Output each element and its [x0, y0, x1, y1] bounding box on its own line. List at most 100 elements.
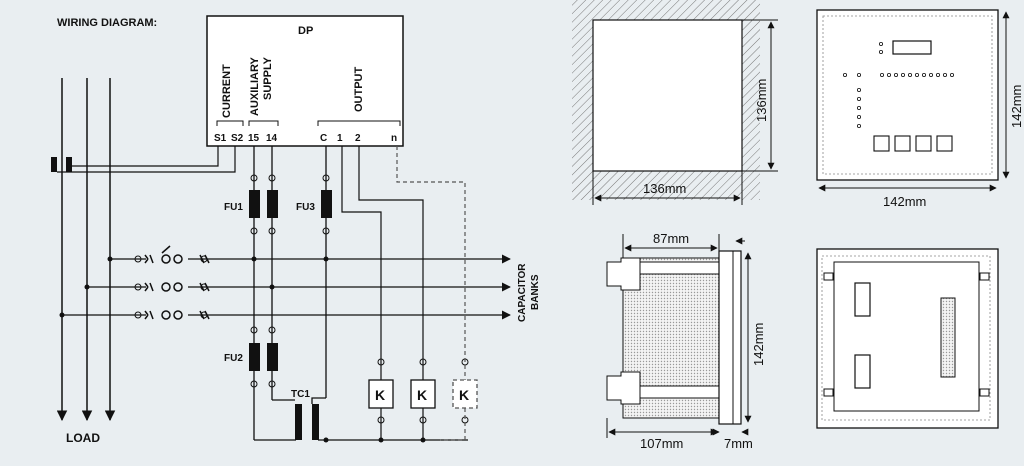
terminal-screw [200, 311, 208, 319]
rear-view-drawing [816, 248, 999, 429]
fuse-bodies [249, 190, 426, 443]
capacitor-bus [62, 254, 511, 320]
led [857, 97, 862, 102]
rear-clip [979, 388, 990, 397]
fuse-label-fu2: FU2 [224, 353, 243, 364]
current-transformer [51, 157, 57, 172]
fuse-fu1-b [267, 190, 278, 218]
terminal-screw [268, 380, 276, 388]
fuse-fu1-a [249, 190, 260, 218]
contactor-k1-label: K [375, 387, 385, 403]
rear-panel [816, 248, 999, 429]
terminal-screw [200, 255, 208, 263]
cutout-width-text: 136mm [643, 181, 686, 196]
contactor-k2-label: K [417, 387, 427, 403]
side-depth-text: 87mm [653, 231, 689, 246]
led [857, 115, 862, 120]
rear-panel-inner [821, 255, 991, 421]
rear-terminal-bottom [854, 354, 871, 389]
tc-secondary-wire [311, 397, 326, 404]
terminal-n: n [391, 133, 397, 144]
led [936, 73, 941, 78]
led [843, 73, 848, 78]
wiring-title: WIRING DIAGRAM: [57, 17, 157, 29]
contactor-k3 [452, 379, 478, 409]
switch-contact [161, 282, 171, 292]
led [857, 88, 862, 93]
led [857, 106, 862, 111]
front-view-drawing: 142mm 142mm [816, 9, 1024, 209]
front-panel [816, 9, 999, 181]
fuse-fu3 [321, 190, 332, 218]
side-clamp-bottom [606, 371, 641, 405]
terminal-screw [250, 326, 258, 334]
fuse-label-fu3: FU3 [296, 202, 315, 213]
terminal-screw [134, 283, 142, 291]
fuse-fu2-b [267, 343, 278, 371]
phase-lines [56, 78, 116, 422]
load-label: LOAD [66, 431, 100, 445]
terminal-screw [250, 380, 258, 388]
terminal-2: 2 [355, 133, 361, 144]
led [894, 73, 899, 78]
terminal-screw [200, 283, 208, 291]
rear-terminal-top [854, 282, 871, 317]
led [929, 73, 934, 78]
front-key-1 [873, 135, 890, 152]
led [908, 73, 913, 78]
terminal-labels: S1 S2 15 14 C 1 2 n [214, 133, 397, 144]
contactor-k3-label: K [459, 387, 469, 403]
switch-lever [161, 245, 171, 254]
terminal-screw [268, 326, 276, 334]
capacitor-banks-label-line2: BANKS [530, 274, 541, 310]
terminal-14: 14 [266, 133, 278, 144]
rear-housing [833, 261, 980, 412]
led [879, 50, 884, 55]
junction-dot [107, 256, 113, 262]
dp-box [206, 15, 404, 147]
side-view-drawing: 87mm 142mm 107mm 7mm [606, 231, 766, 451]
ct-wire-s2 [57, 146, 236, 173]
output-bracket [317, 120, 401, 126]
aux-label-line1: AUXILIARY [249, 56, 261, 116]
transformer-tc1-secondary [312, 404, 319, 440]
panel-cutout-drawing: 136mm 136mm [572, 0, 778, 205]
front-height-text: 142mm [1009, 85, 1024, 128]
terminal-screw [268, 174, 276, 182]
side-clamp-top [606, 257, 641, 291]
switch-mark [144, 310, 210, 320]
switch-contact [173, 282, 183, 292]
front-key-2 [894, 135, 911, 152]
switch-contact [161, 310, 171, 320]
cutout-opening [592, 19, 743, 172]
contactor-k1 [368, 379, 394, 409]
front-leds [843, 42, 955, 129]
junction-dot [84, 284, 90, 290]
transformer-label: TC1 [291, 389, 310, 400]
led [922, 73, 927, 78]
fuse-label-fu1: FU1 [224, 202, 243, 213]
switch-contact [173, 254, 183, 264]
wiring-diagram: WIRING DIAGRAM: DP CURRENT AUXILIARY SUP… [51, 15, 541, 445]
terminal-15: 15 [248, 133, 260, 144]
current-label: CURRENT [221, 64, 233, 118]
switch-mark [144, 282, 210, 292]
contactor-k2 [410, 379, 436, 409]
led [943, 73, 948, 78]
terminal-screw [268, 227, 276, 235]
aux-wires [253, 146, 468, 441]
terminal-screw [322, 174, 330, 182]
side-total-depth-text: 107mm [640, 436, 683, 451]
output-label: OUTPUT [353, 67, 365, 113]
rear-clip [823, 272, 834, 281]
dp-label: DP [298, 25, 313, 37]
output-wires [341, 146, 424, 440]
front-key-3 [915, 135, 932, 152]
output-wire-1 [341, 146, 382, 380]
front-width-text: 142mm [883, 194, 926, 209]
front-key-4 [936, 135, 953, 152]
terminal-s1: S1 [214, 133, 227, 144]
cutout-height-text: 136mm [754, 79, 769, 122]
junction-dot [323, 437, 329, 443]
